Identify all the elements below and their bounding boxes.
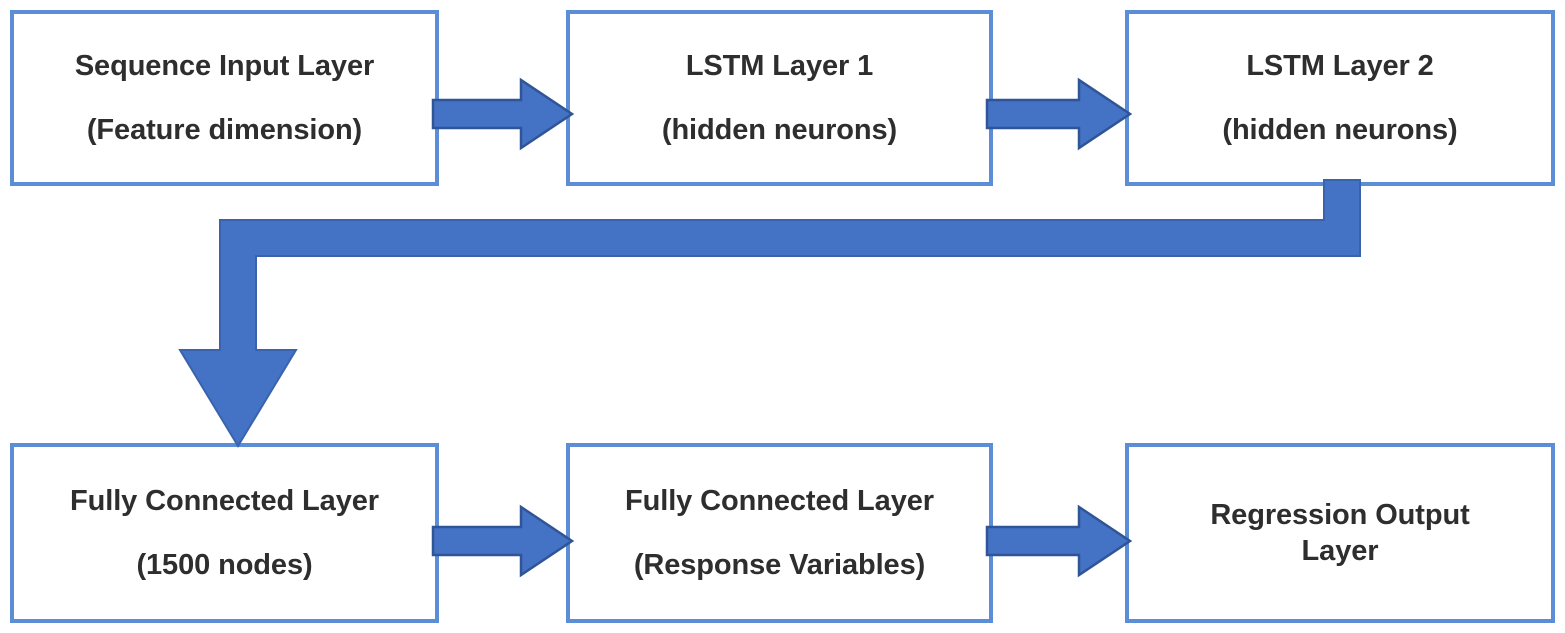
node-subtitle: (hidden neurons) bbox=[1222, 114, 1458, 146]
right-block-arrow-icon bbox=[985, 504, 1133, 578]
node-fully-connected-layer-1500[interactable]: Fully Connected Layer (1500 nodes) bbox=[10, 443, 439, 623]
right-block-arrow-icon bbox=[985, 77, 1133, 151]
node-title: Fully Connected Layer bbox=[625, 484, 934, 517]
node-title: Sequence Input Layer bbox=[74, 49, 375, 82]
node-fully-connected-layer-response[interactable]: Fully Connected Layer (Response Variable… bbox=[566, 443, 993, 623]
node-title: Regression Output bbox=[1210, 498, 1470, 531]
node-subtitle: (Response Variables) bbox=[633, 549, 926, 581]
node-subtitle: (Feature dimension) bbox=[86, 114, 363, 146]
node-lstm-layer-2[interactable]: LSTM Layer 2 (hidden neurons) bbox=[1125, 10, 1555, 186]
elbow-down-left-arrow-icon bbox=[178, 179, 1361, 448]
node-subtitle: (hidden neurons) bbox=[661, 114, 898, 146]
node-lstm-layer-1[interactable]: LSTM Layer 1 (hidden neurons) bbox=[566, 10, 993, 186]
node-title: LSTM Layer 2 bbox=[1246, 49, 1434, 82]
right-block-arrow-icon bbox=[431, 504, 575, 578]
node-subtitle: (1500 nodes) bbox=[136, 549, 313, 581]
node-title: Fully Connected Layer bbox=[70, 484, 379, 517]
node-subtitle: Layer bbox=[1301, 535, 1379, 567]
node-regression-output-layer[interactable]: Regression Output Layer bbox=[1125, 443, 1555, 623]
node-title: LSTM Layer 1 bbox=[685, 49, 874, 82]
right-block-arrow-icon bbox=[431, 77, 575, 151]
node-sequence-input-layer[interactable]: Sequence Input Layer (Feature dimension) bbox=[10, 10, 439, 186]
